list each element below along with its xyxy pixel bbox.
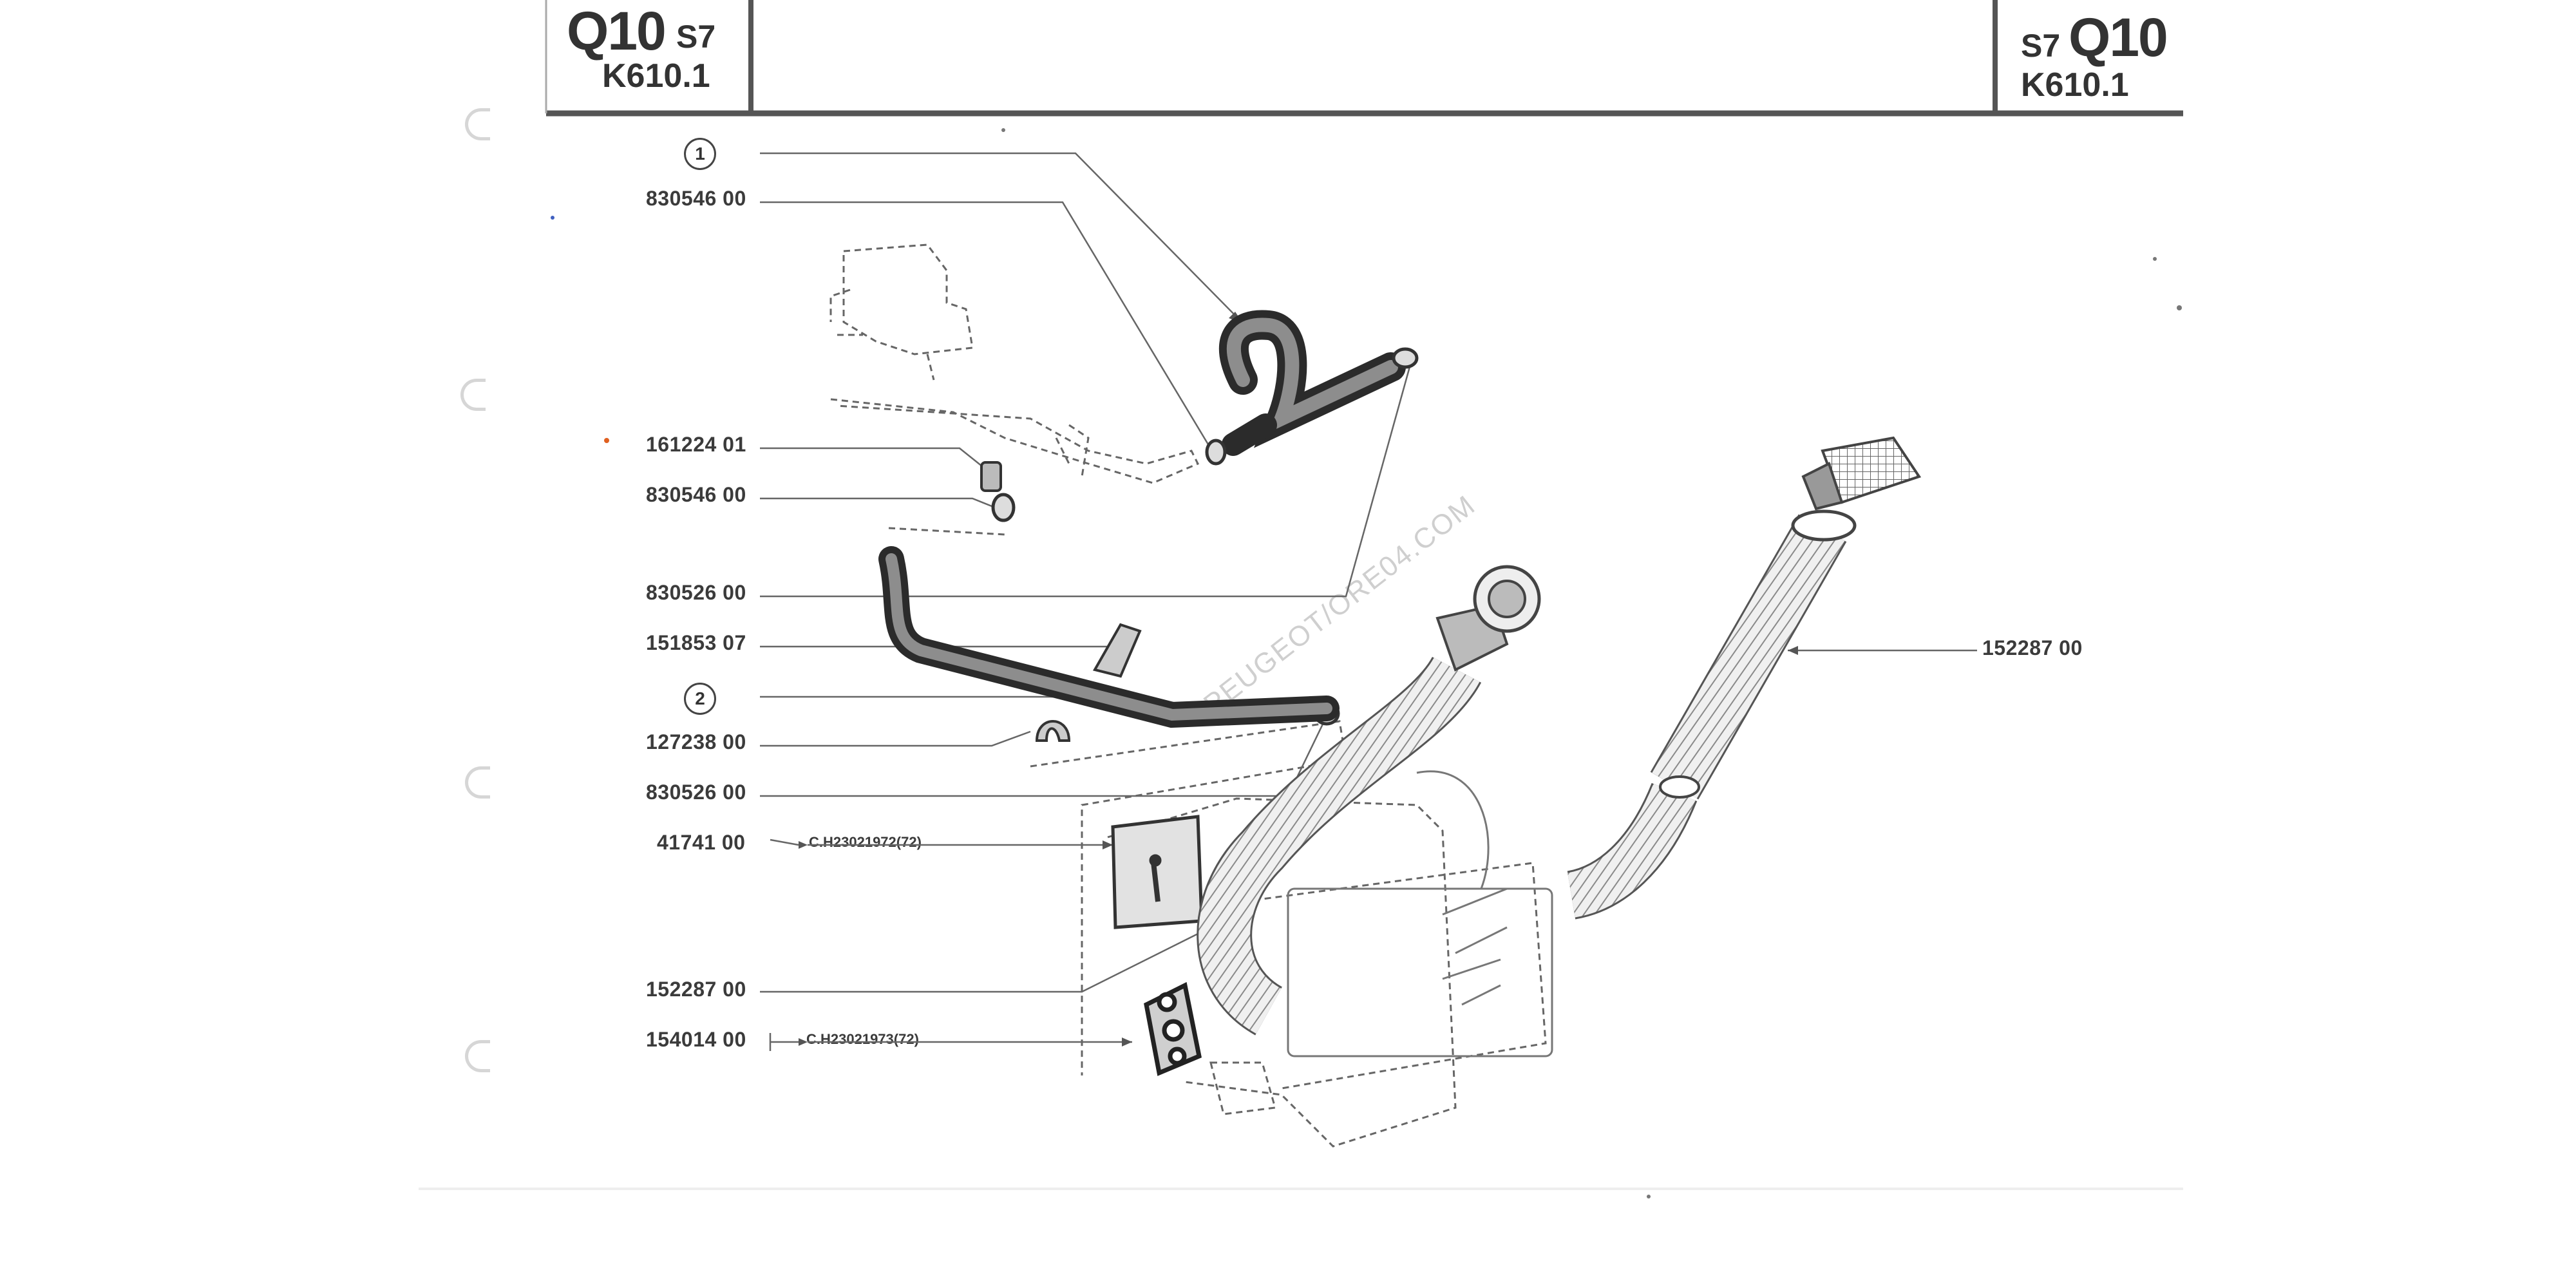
hose-fitting (980, 461, 1002, 492)
callout-code-830546-top: 830546 00 (646, 187, 746, 210)
gasket (1144, 981, 1202, 1076)
callout-note-154014: C.H23021973(72) (806, 1031, 919, 1047)
scan-specks (551, 128, 2182, 1198)
binder-hole-2 (460, 379, 486, 411)
plate (1111, 815, 1204, 929)
callout-marker-1: 1 (684, 138, 716, 170)
binder-hole-4 (465, 1040, 490, 1072)
header-left-model: Q10 (567, 1, 667, 61)
header-right-model: Q10 (2069, 7, 2168, 68)
leader-arrowheads (799, 312, 1798, 1046)
callout-code-151853: 151853 07 (646, 631, 746, 654)
callout-code-152287-left: 152287 00 (646, 978, 746, 1001)
header-frame (545, 0, 2183, 117)
callout-code-41741: 41741 00 (657, 831, 746, 854)
callout-code-152287-right: 152287 00 (1982, 636, 2083, 659)
heater-box (1287, 770, 1553, 1057)
callout-marker-2: 2 (684, 683, 716, 715)
callout-code-830546-mid: 830546 00 (646, 483, 746, 506)
header-left-series: S7 (676, 19, 716, 55)
binder-hole-3 (465, 766, 490, 799)
callout-code-127238: 127238 00 (646, 730, 746, 753)
lower-hose (878, 546, 1340, 728)
header-right-ref: K610.1 (2021, 66, 2129, 104)
header-left-ref: K610.1 (602, 57, 710, 95)
bracket (1035, 623, 1142, 742)
binder-hole-1 (465, 108, 490, 140)
hose-clamps (991, 347, 1419, 726)
callout-code-154014: 154014 00 (646, 1028, 746, 1051)
header-right-series: S7 (2021, 28, 2061, 64)
upper-hose (1218, 310, 1406, 456)
callout-code-830526-bottom: 830526 00 (646, 781, 746, 804)
corrugated-hose-right (1566, 509, 1857, 920)
callout-code-161224: 161224 01 (646, 433, 746, 456)
callout-code-830526-top: 830526 00 (646, 581, 746, 604)
callout-note-41741: C.H23021972(72) (809, 834, 922, 850)
air-intake-grille (1801, 436, 1922, 511)
corrugated-hose-left (1197, 565, 1541, 1036)
